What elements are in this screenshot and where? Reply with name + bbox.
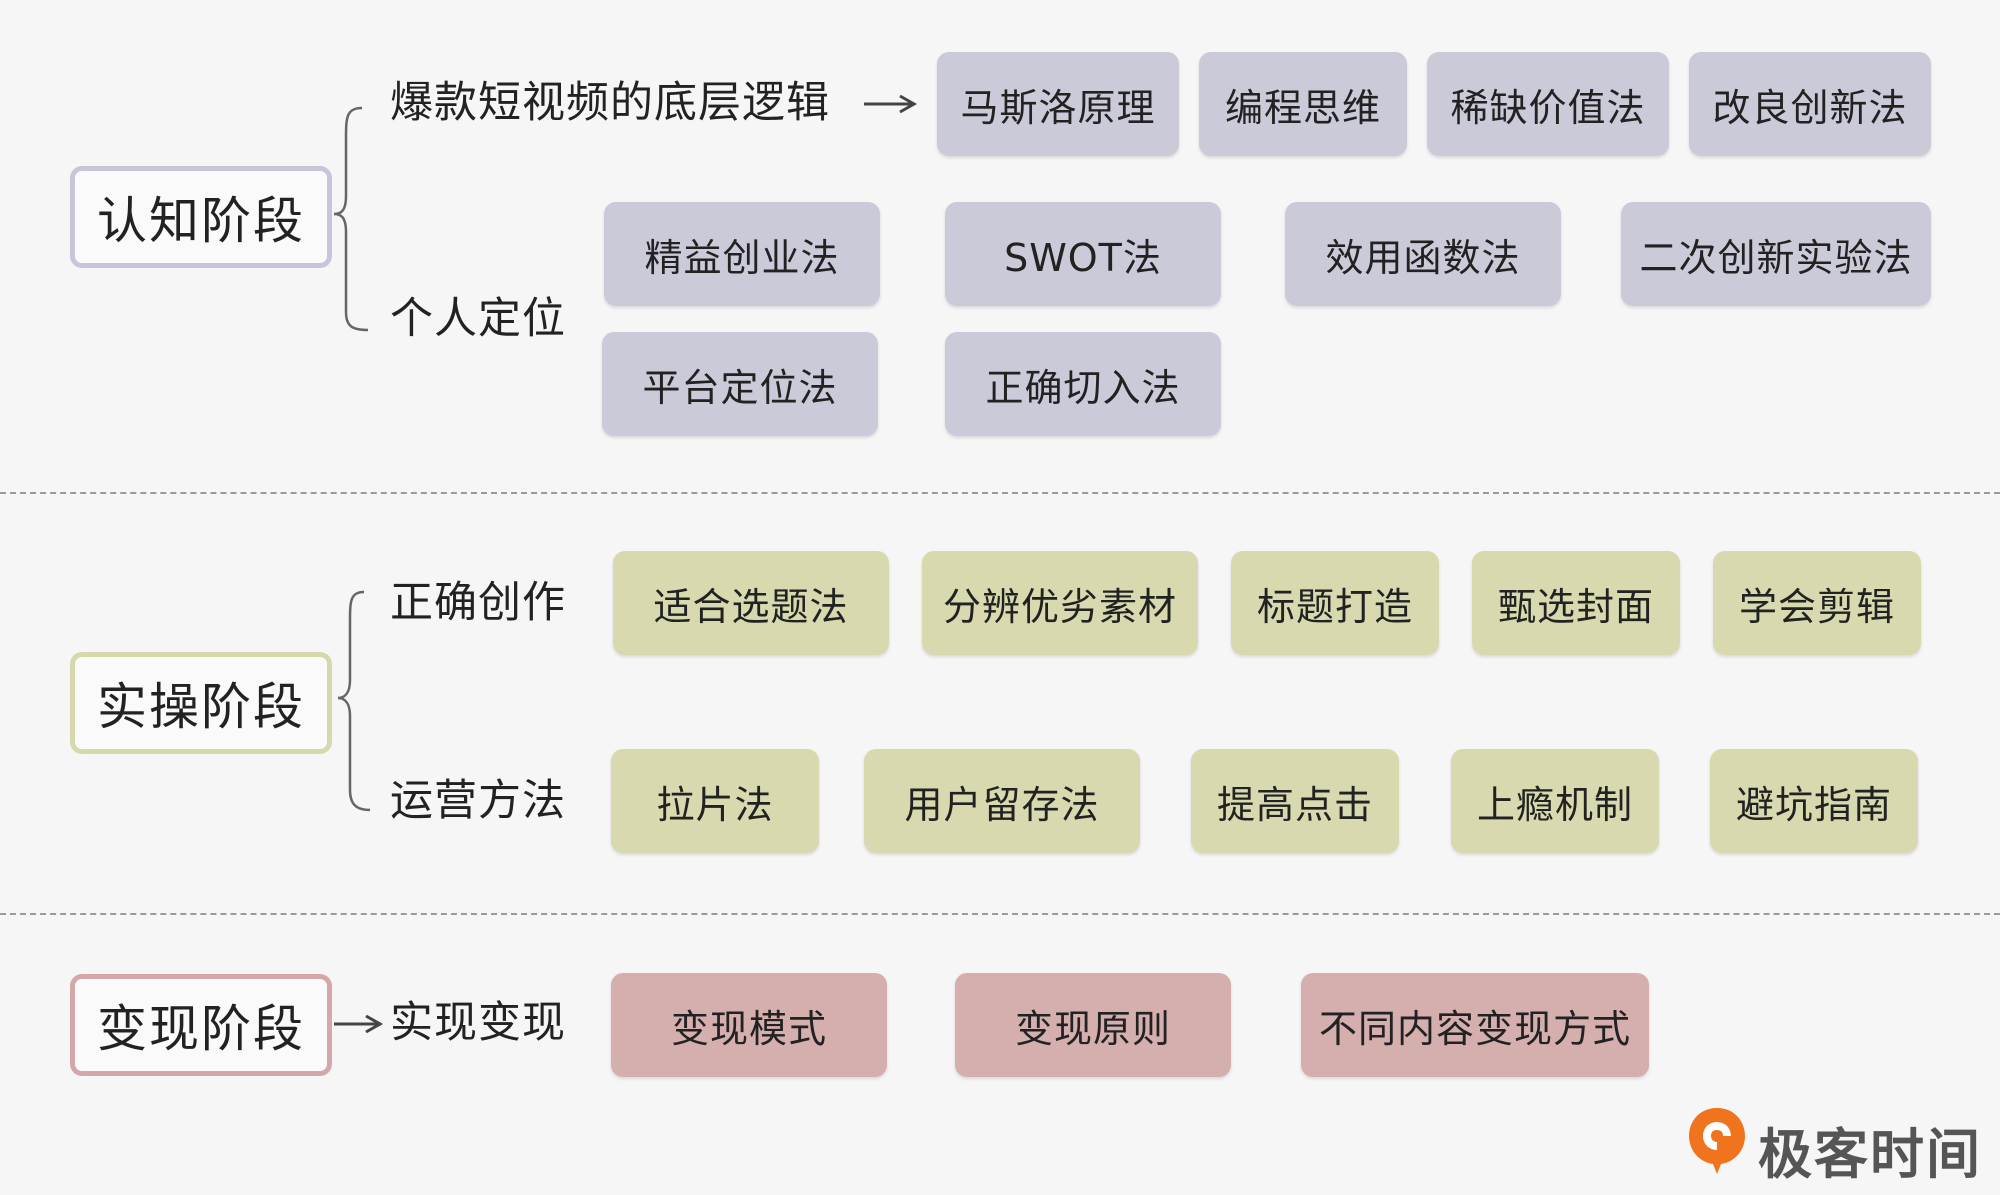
method-chip: 正确切入法 xyxy=(945,332,1221,436)
stage2-branch-b-label: 运营方法 xyxy=(390,776,566,826)
arrow-icon xyxy=(864,94,918,114)
method-chip: 用户留存法 xyxy=(864,749,1140,853)
method-chip: 上瘾机制 xyxy=(1451,749,1659,853)
method-chip: 变现原则 xyxy=(955,973,1231,1077)
stage3-title: 变现阶段 xyxy=(70,974,332,1076)
method-chip: 马斯洛原理 xyxy=(937,52,1179,156)
method-chip: 学会剪辑 xyxy=(1713,551,1921,655)
method-chip: 提高点击 xyxy=(1191,749,1399,853)
stage2-branch-a-label: 正确创作 xyxy=(390,578,566,628)
method-chip: 效用函数法 xyxy=(1285,202,1561,306)
stage1-branch-a-label: 爆款短视频的底层逻辑 xyxy=(390,78,830,128)
method-chip: 避坑指南 xyxy=(1710,749,1918,853)
method-chip: 适合选题法 xyxy=(613,551,889,655)
method-chip: 改良创新法 xyxy=(1689,52,1931,156)
section-divider xyxy=(0,913,2000,915)
method-chip: 编程思维 xyxy=(1199,52,1407,156)
stage2-title: 实操阶段 xyxy=(70,652,332,754)
method-chip: 二次创新实验法 xyxy=(1621,202,1931,306)
method-chip: 平台定位法 xyxy=(602,332,878,436)
stage1-branch-b-label: 个人定位 xyxy=(390,294,566,344)
method-chip: 精益创业法 xyxy=(604,202,880,306)
arrow-icon xyxy=(334,1014,384,1034)
stage2-brace xyxy=(337,590,371,812)
method-chip: 分辨优劣素材 xyxy=(922,551,1198,655)
method-chip: 不同内容变现方式 xyxy=(1301,973,1649,1077)
method-chip: SWOT法 xyxy=(945,202,1221,306)
method-chip: 稀缺价值法 xyxy=(1427,52,1669,156)
method-chip: 变现模式 xyxy=(611,973,887,1077)
stage1-brace xyxy=(333,106,369,332)
section-divider xyxy=(0,492,2000,494)
method-chip: 拉片法 xyxy=(611,749,819,853)
geekbang-logo-icon xyxy=(1685,1104,1749,1176)
method-chip: 标题打造 xyxy=(1231,551,1439,655)
method-chip: 甄选封面 xyxy=(1472,551,1680,655)
stage3-branch-a-label: 实现变现 xyxy=(390,998,566,1048)
stage1-title: 认知阶段 xyxy=(70,166,332,268)
logo-text: 极客时间 xyxy=(1758,1123,1982,1186)
